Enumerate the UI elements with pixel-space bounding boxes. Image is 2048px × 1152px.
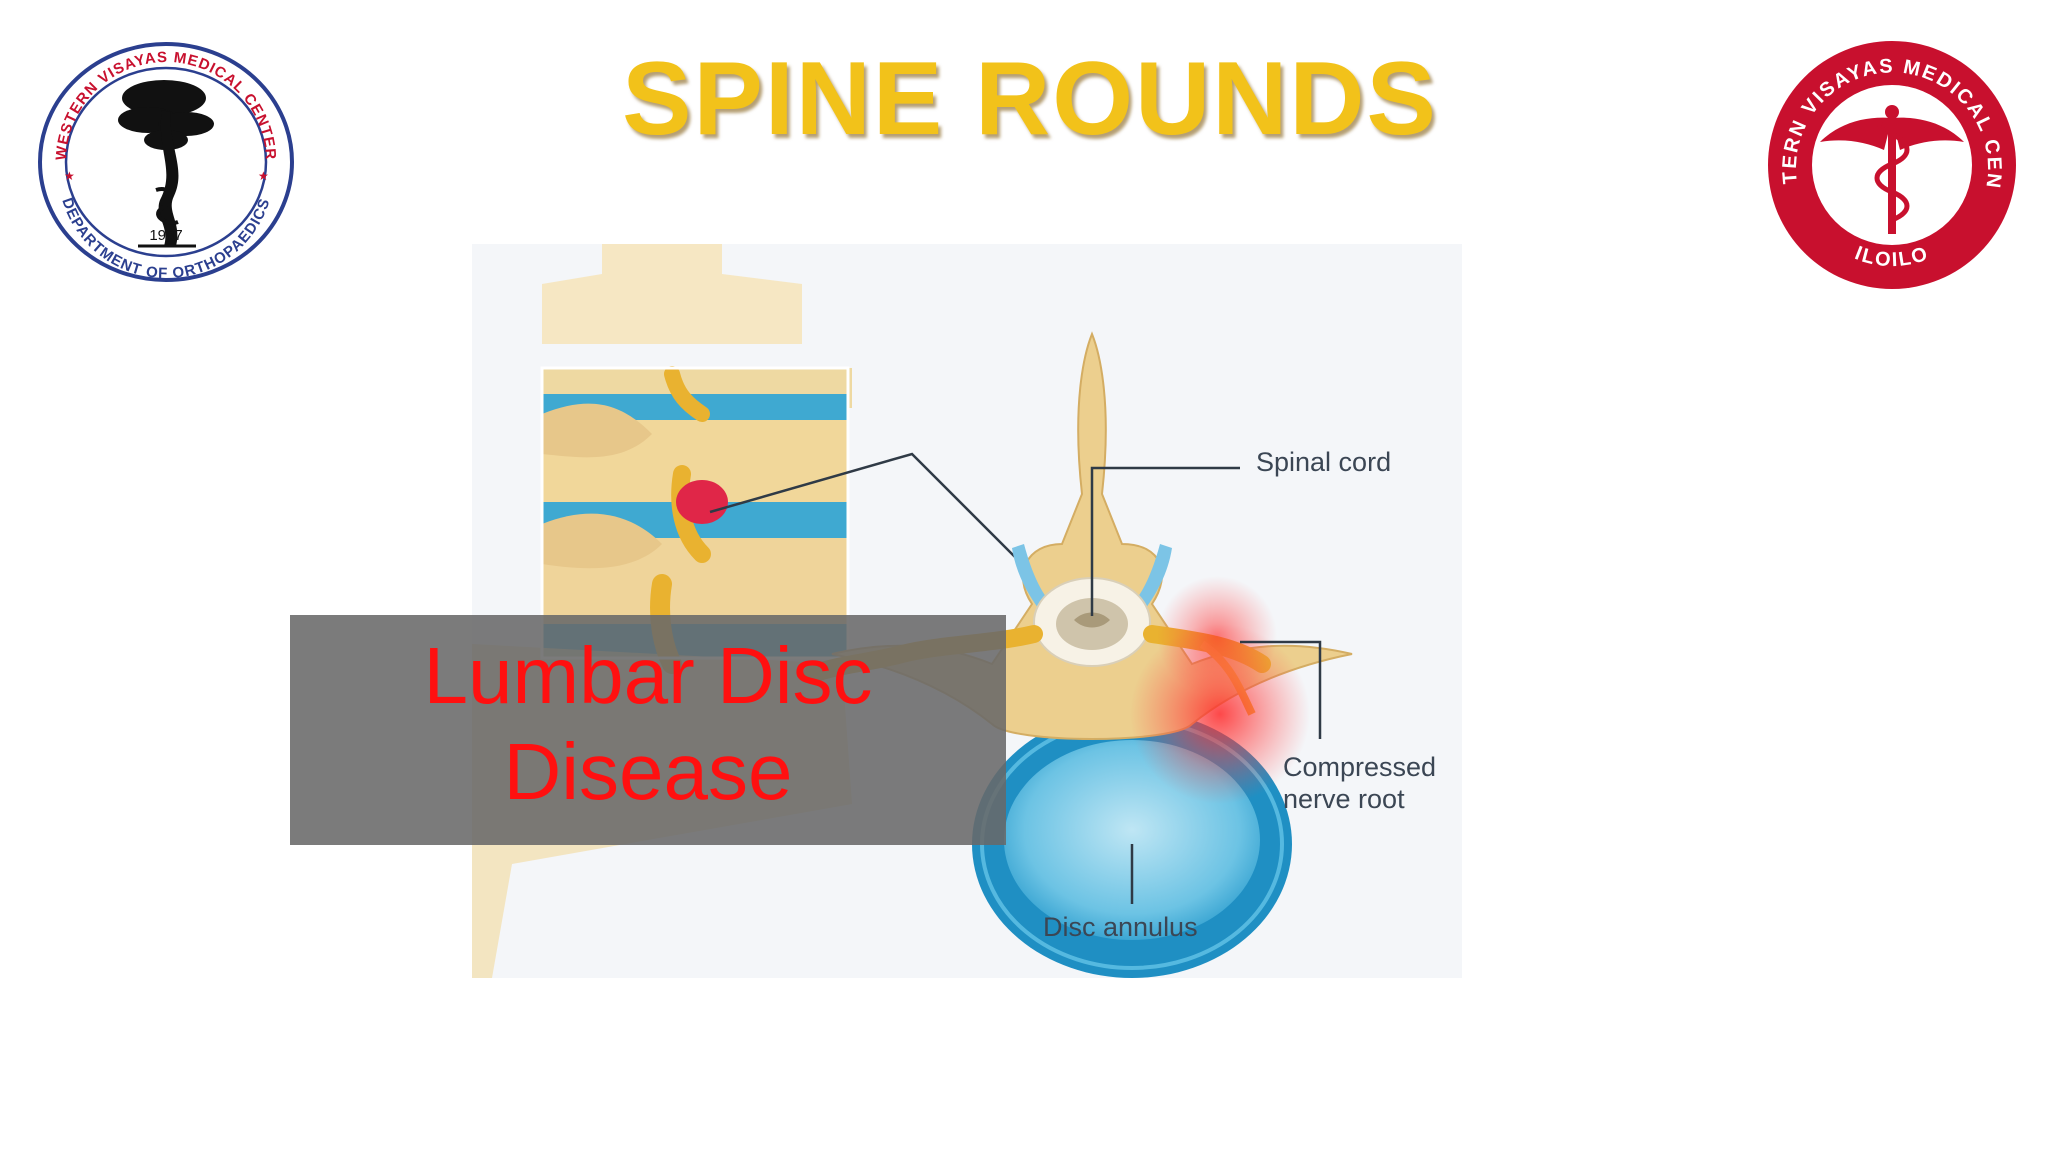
- nerve-root-leader-line: [1240, 640, 1322, 739]
- medical-center-seal-graphic: WESTERN VISAYAS MEDICAL CENTER ILOILO: [1762, 38, 2016, 289]
- herniated-disc-illustration: [472, 244, 1462, 978]
- caption-line-2: Disease: [503, 727, 793, 816]
- spinal-cord-leader-line: [1090, 466, 1240, 616]
- spine-anatomy-graphic: [472, 244, 1353, 978]
- caption-line-1: Lumbar Disc: [423, 631, 873, 720]
- disc-annulus-label: Disc annulus: [1043, 912, 1198, 942]
- lumbar-spine-side-view: [472, 244, 852, 978]
- orthopaedics-logo-graphic: WESTERN VISAYAS MEDICAL CENTER DEPARTMEN…: [38, 42, 294, 282]
- vertebra-cross-section: [803, 331, 1353, 978]
- pointer-line: [709, 452, 1018, 560]
- slide-title: SPINE ROUNDS: [622, 41, 1438, 157]
- orthopaedics-department-logo: WESTERN VISAYAS MEDICAL CENTER DEPARTMEN…: [36, 40, 296, 284]
- caduceus-icon: [1820, 105, 1964, 234]
- svg-text:★: ★: [258, 169, 269, 183]
- spinal-cord-label: Spinal cord: [1256, 447, 1392, 477]
- caption-overlay-text: Lumbar Disc Disease: [290, 628, 1006, 820]
- medical-center-seal-logo: WESTERN VISAYAS MEDICAL CENTER ILOILO: [1762, 38, 2022, 292]
- compressed-nerve-root-label: Compressed nerve root: [1283, 752, 1437, 814]
- left-logo-year: 1987: [149, 227, 182, 244]
- caption-overlay-box: [290, 615, 1006, 845]
- svg-text:★: ★: [64, 169, 75, 183]
- tree-icon: [118, 80, 214, 248]
